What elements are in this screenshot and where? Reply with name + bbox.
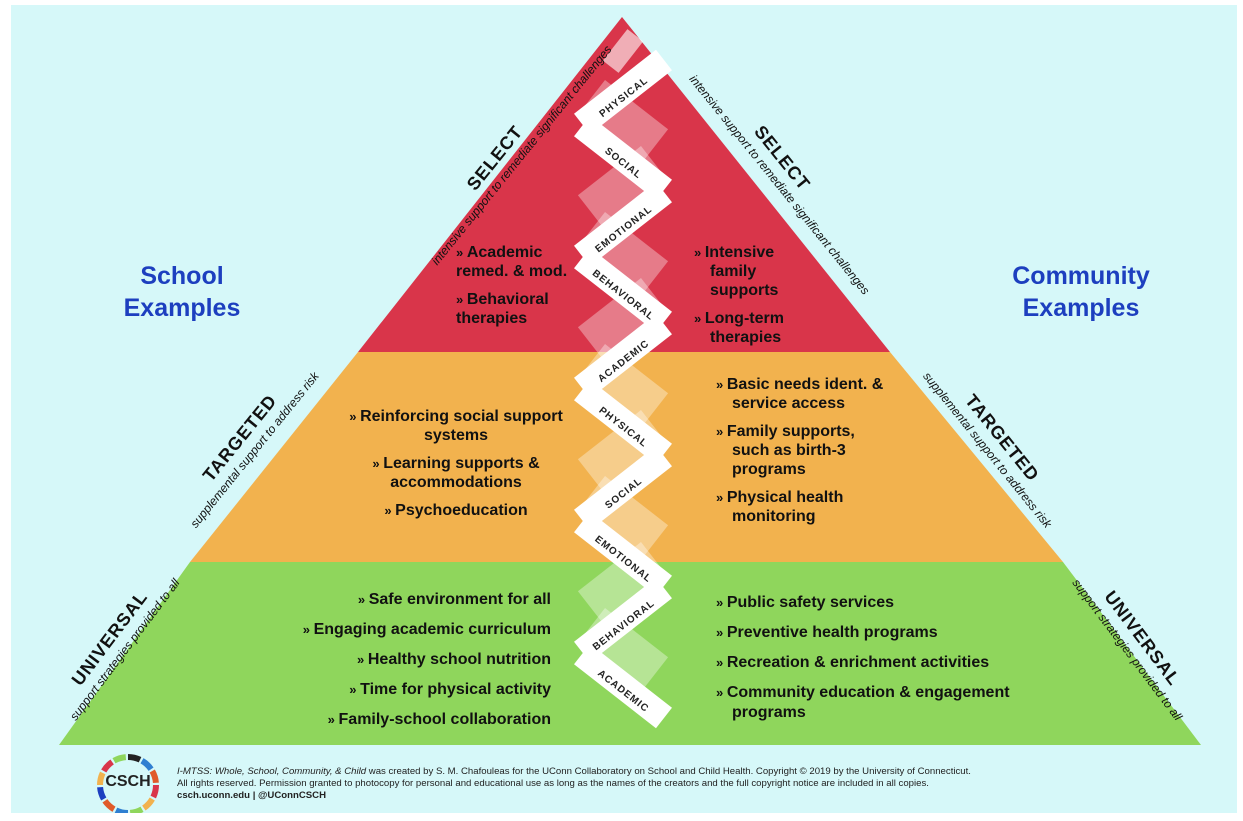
list-item: Reinforcing social support systems bbox=[336, 407, 576, 445]
copyright-notice: I-MTSS: Whole, School, Community, & Chil… bbox=[177, 766, 1217, 802]
select-community-list: Intensive family supports Long-term ther… bbox=[694, 243, 819, 356]
list-item: Time for physical activity bbox=[251, 680, 551, 700]
select-school-list: Academic remed. & mod. Behavioral therap… bbox=[456, 243, 581, 337]
universal-community-list: Public safety services Preventive health… bbox=[716, 593, 1076, 733]
list-item: Learning supports & accommodations bbox=[336, 454, 576, 492]
logo-ring-segment bbox=[127, 754, 142, 763]
list-item: Intensive family supports bbox=[694, 243, 819, 300]
logo-ring-segment bbox=[149, 769, 159, 784]
list-item: Healthy school nutrition bbox=[251, 650, 551, 670]
chain-link bbox=[574, 181, 672, 267]
zigzag-chain bbox=[574, 29, 672, 729]
list-item: Recreation & enrichment activities bbox=[716, 653, 1076, 673]
chain-connector bbox=[602, 29, 644, 73]
list-item: Psychoeducation bbox=[336, 501, 576, 520]
chain-link bbox=[574, 445, 672, 531]
list-item: Long-term therapies bbox=[694, 309, 819, 347]
targeted-school-list: Reinforcing social support systems Learn… bbox=[336, 407, 576, 529]
footer-title: I-MTSS: Whole, School, Community, & Chil… bbox=[177, 766, 367, 777]
list-item: Academic remed. & mod. bbox=[456, 243, 581, 281]
list-item: Preventive health programs bbox=[716, 623, 1076, 643]
logo-ring-segment bbox=[129, 806, 144, 813]
universal-school-list: Safe environment for all Engaging academ… bbox=[251, 590, 551, 740]
footer-links[interactable]: csch.uconn.edu | @UConnCSCH bbox=[177, 790, 327, 801]
chain-link bbox=[574, 115, 672, 201]
list-item: Community education & engagement program… bbox=[716, 683, 1076, 723]
chain-link bbox=[574, 247, 672, 333]
logo-ring-segment bbox=[102, 799, 116, 812]
chain-link bbox=[574, 511, 672, 597]
list-item: Family supports, such as birth-3 program… bbox=[716, 422, 886, 479]
chain-link bbox=[574, 643, 672, 729]
csch-logo-ring bbox=[97, 754, 159, 813]
footer-credit: was created by S. M. Chafouleas for the … bbox=[366, 766, 971, 777]
logo-ring-segment bbox=[114, 807, 129, 813]
logo-ring-segment bbox=[140, 758, 154, 771]
csch-logo: CSCH bbox=[105, 773, 151, 790]
logo-ring-segment bbox=[112, 754, 127, 764]
list-item: Basic needs ident. & service access bbox=[716, 375, 886, 413]
chain-link bbox=[574, 577, 672, 663]
chain-link bbox=[574, 49, 672, 135]
footer-rights: All rights reserved. Permission granted … bbox=[177, 778, 929, 789]
list-item: Safe environment for all bbox=[251, 590, 551, 610]
logo-ring-segment bbox=[101, 759, 114, 773]
list-item: Family-school collaboration bbox=[251, 710, 551, 730]
chain-link bbox=[574, 379, 672, 465]
logo-ring-segment bbox=[97, 771, 106, 786]
logo-ring-segment bbox=[97, 786, 107, 801]
logo-ring-segment bbox=[142, 797, 155, 811]
logo-ring-segment bbox=[150, 784, 159, 799]
list-item: Engaging academic curriculum bbox=[251, 620, 551, 640]
list-item: Physical health monitoring bbox=[716, 488, 886, 526]
list-item: Public safety services bbox=[716, 593, 1076, 613]
list-item: Behavioral therapies bbox=[456, 290, 581, 328]
targeted-community-list: Basic needs ident. & service access Fami… bbox=[716, 375, 886, 535]
chain-link bbox=[574, 313, 672, 399]
